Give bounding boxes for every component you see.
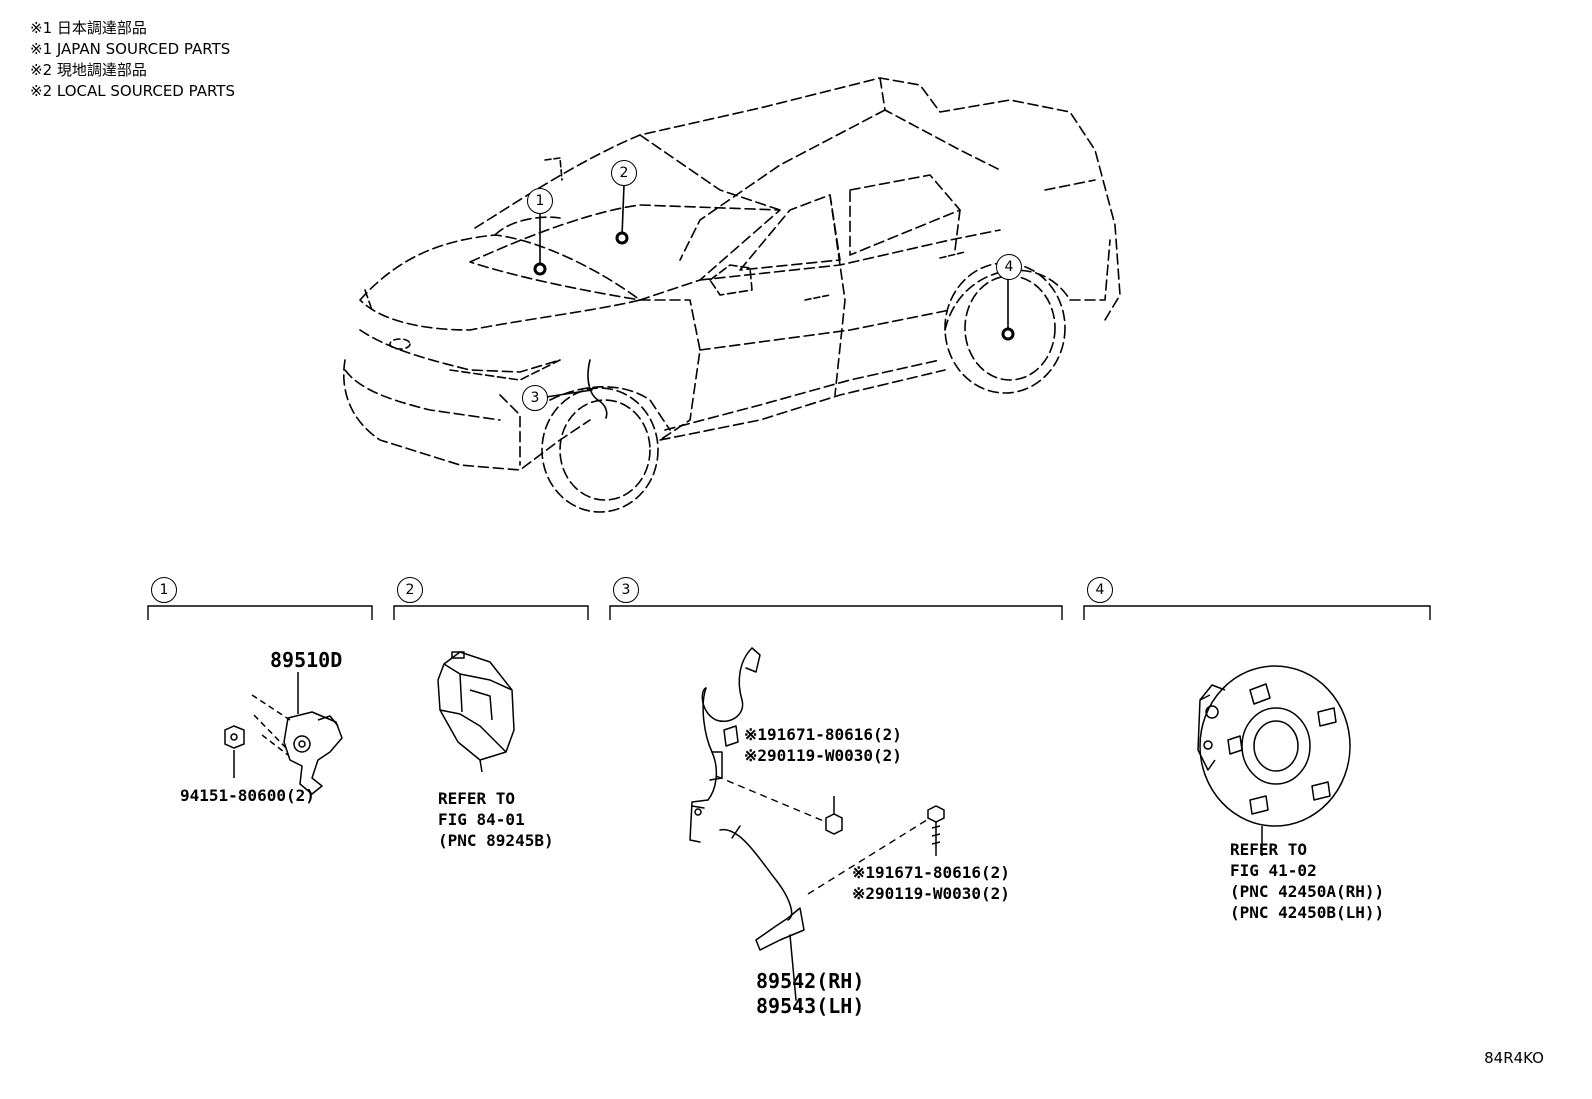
note-japan-en: ※1 JAPAN SOURCED PARTS (30, 40, 231, 58)
refer-84-line2: FIG 84-01 (438, 810, 525, 829)
hub-drawing (1197, 665, 1351, 856)
group-bracket-1 (147, 605, 373, 620)
sensor-89510d-drawing (251, 672, 343, 795)
refer-41-line4: (PNC 42450B(LH)) (1230, 903, 1385, 922)
bolt-upper-label-2: ※290119-W0030(2) (744, 746, 902, 765)
bolt-upper-label-1: ※191671-80616(2) (744, 725, 902, 744)
note-japan-jp: ※1 日本調達部品 (30, 19, 147, 37)
group-header-4: 4 (1087, 577, 1113, 603)
group-bracket-2 (393, 605, 589, 620)
bolt-lower-drawing (927, 805, 945, 856)
group-header-3: 3 (613, 577, 639, 603)
part-89510d-label: 89510D (270, 648, 343, 672)
refer-84-line3: (PNC 89245B) (438, 831, 554, 850)
location-dot-4 (1001, 327, 1015, 341)
note-local-jp: ※2 現地調達部品 (30, 61, 147, 79)
figure-code: 84R4KO (1484, 1049, 1544, 1067)
bolt-upper-drawing (825, 796, 843, 835)
vehicle-drawing (343, 77, 1121, 513)
location-dot-1 (533, 262, 547, 276)
callout-2: 2 (611, 160, 637, 186)
speed-sensor-lh-label: 89543(LH) (756, 994, 865, 1018)
refer-84-line1: REFER TO (438, 789, 516, 808)
refer-41-line3: (PNC 42450A(RH)) (1230, 882, 1385, 901)
bolt-lower-label-2: ※290119-W0030(2) (852, 884, 1010, 903)
clip-94151-drawing (224, 725, 245, 778)
module-drawing (437, 651, 515, 773)
part-94151-label: 94151-80600(2) (180, 786, 315, 805)
callout-1: 1 (527, 188, 553, 214)
group-bracket-3 (609, 605, 1063, 620)
note-local-en: ※2 LOCAL SOURCED PARTS (30, 82, 235, 100)
refer-41-line1: REFER TO (1230, 840, 1308, 859)
callout-3: 3 (522, 385, 548, 411)
speed-sensor-rh-label: 89542(RH) (756, 969, 865, 993)
callout-4: 4 (996, 254, 1022, 280)
group-header-1: 1 (151, 577, 177, 603)
speed-sensor-drawing (689, 647, 805, 1001)
refer-41-line2: FIG 41-02 (1230, 861, 1317, 880)
harness-line (587, 359, 608, 419)
group-bracket-4 (1083, 605, 1431, 620)
location-dot-2 (615, 231, 629, 245)
group-header-2: 2 (397, 577, 423, 603)
bolt-lower-label-1: ※191671-80616(2) (852, 863, 1010, 882)
